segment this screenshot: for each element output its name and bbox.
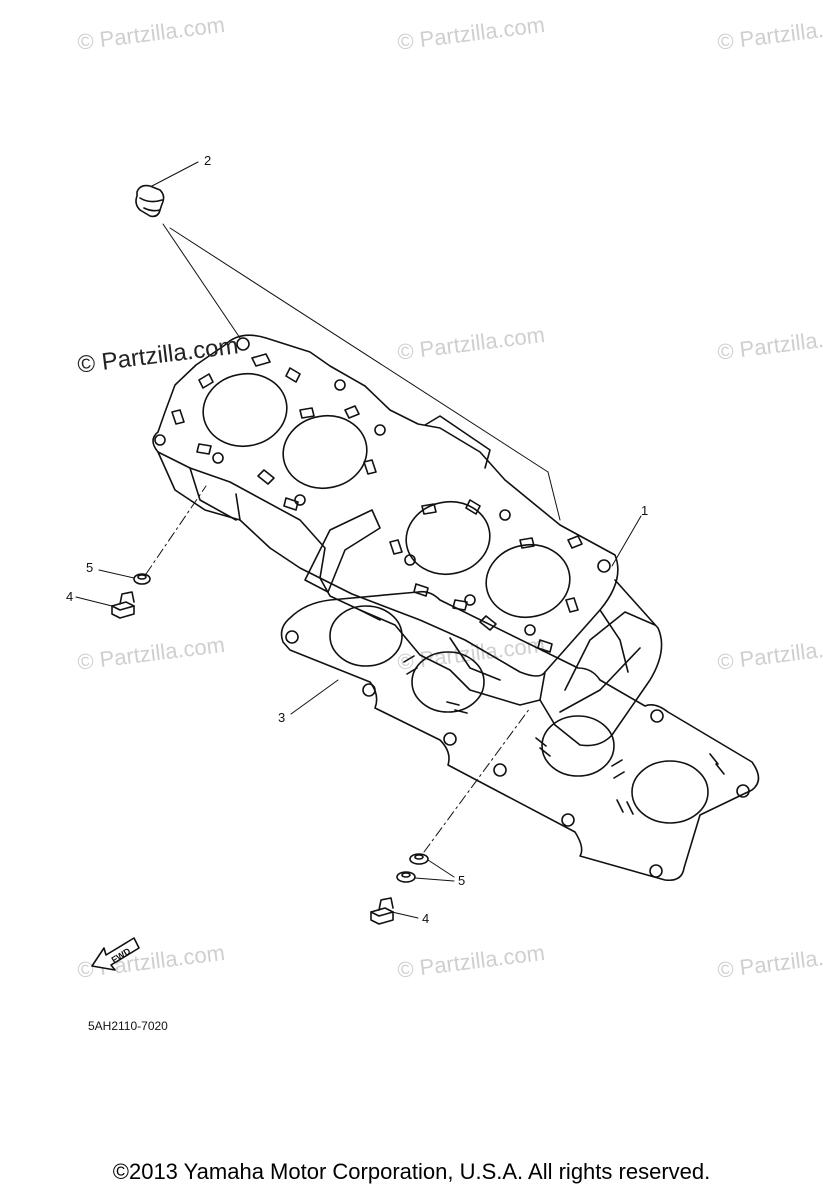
callout-3: 3 <box>278 710 286 725</box>
center-line <box>145 485 207 575</box>
leader-line <box>290 679 339 715</box>
callout-4: 4 <box>422 911 430 926</box>
bolt-left <box>111 591 135 619</box>
washer-left <box>133 573 151 585</box>
fwd-arrow-icon: FWD <box>91 937 140 971</box>
leader-line <box>162 223 241 339</box>
bolt-right <box>370 897 394 925</box>
copyright-notice: ©2013 Yamaha Motor Corporation, U.S.A. A… <box>112 1159 711 1184</box>
leader-line <box>391 911 419 919</box>
leader-line <box>98 569 135 579</box>
leader-line <box>414 877 455 882</box>
callout-5: 5 <box>458 873 466 888</box>
center-line <box>423 707 531 853</box>
leader-line <box>547 471 561 521</box>
leader-line <box>75 596 113 607</box>
callout-1: 1 <box>641 503 649 518</box>
washer-right <box>396 853 429 883</box>
dowel-pin <box>135 184 165 218</box>
cylinder-gasket <box>280 590 760 882</box>
leader-line <box>169 227 549 473</box>
cylinder-block <box>152 334 663 747</box>
leader-line <box>151 161 199 187</box>
callout-4: 4 <box>66 589 74 604</box>
leader-line <box>611 515 642 567</box>
callout-2: 2 <box>204 153 212 168</box>
leader-line <box>427 859 455 878</box>
callout-5: 5 <box>86 560 94 575</box>
diagram-part-code: 5AH2110-7020 <box>88 1019 168 1033</box>
